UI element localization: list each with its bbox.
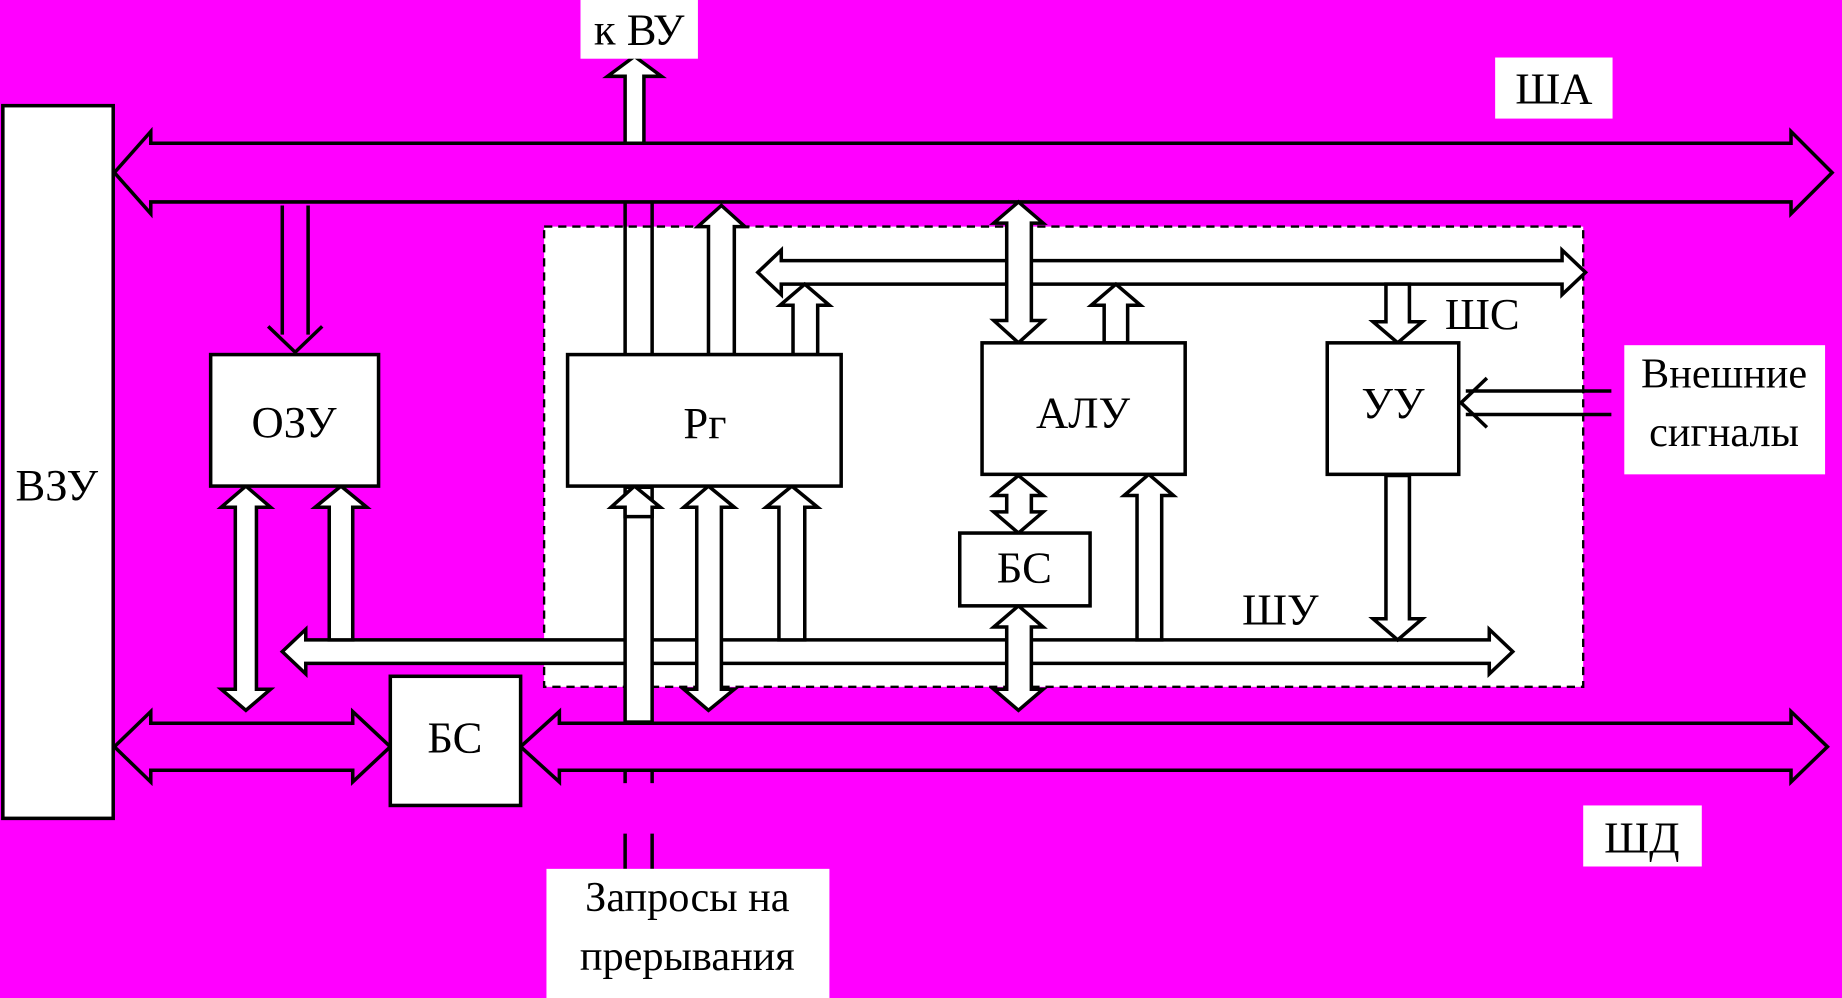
- shs-to-uu-arrow: [1368, 282, 1428, 346]
- sha-label: ША: [1515, 63, 1592, 113]
- shs-bus: [755, 245, 1589, 299]
- rg-block: [565, 352, 843, 488]
- sha-to-ozu-arrow: [266, 205, 324, 355]
- ext-signals-line1: Внешние: [1641, 350, 1807, 397]
- bs-outer-block: [388, 674, 523, 808]
- bs-shd-bidir-arrow: [989, 603, 1048, 713]
- vzu-block: [1, 103, 115, 821]
- riser-over-buses: [623, 485, 654, 724]
- shu-label: ШУ: [1242, 585, 1319, 635]
- vzu-label: ВЗУ: [16, 460, 99, 510]
- ozu-block: [208, 352, 381, 488]
- shu-bus: [279, 625, 1516, 679]
- uu-label: УУ: [1361, 378, 1425, 428]
- k-vu-label: к ВУ: [594, 5, 685, 55]
- irq-line2: прерывания: [580, 933, 795, 980]
- shu-to-rg-arrow: [761, 483, 823, 642]
- shu-to-ozu-arrow: [310, 483, 372, 642]
- uu-block: [1325, 341, 1461, 477]
- sha-bus: [112, 126, 1835, 219]
- bs-inner-label: БС: [997, 542, 1052, 592]
- shd-to-rg-arrow: [606, 483, 666, 519]
- ext-signals-arrow: [1458, 376, 1612, 429]
- rg-shd-bidir-arrow: [679, 483, 740, 713]
- shd-label: ШД: [1604, 812, 1679, 862]
- uu-to-shu-arrow: [1368, 473, 1428, 643]
- bs-outer-label: БС: [427, 713, 482, 763]
- rg-label: Рг: [683, 398, 726, 448]
- sha-shs-bidir-arrow: [989, 199, 1048, 346]
- shd-bus-left: [111, 707, 393, 787]
- irq-line1: Запросы на: [585, 874, 790, 921]
- ozu-label: ОЗУ: [251, 397, 336, 447]
- ozu-shd-arrow: [216, 483, 276, 713]
- bs-inner-block: [957, 531, 1092, 608]
- shd-bus-right: [518, 707, 1830, 787]
- shu-to-alu-arrow: [1119, 472, 1179, 642]
- alu-label: АЛУ: [1036, 387, 1130, 437]
- ext-signals-line2: сигналы: [1649, 409, 1799, 456]
- alu-bs-bidir-arrow: [988, 473, 1049, 536]
- alu-block: [980, 341, 1187, 477]
- shs-label: ШС: [1445, 289, 1520, 339]
